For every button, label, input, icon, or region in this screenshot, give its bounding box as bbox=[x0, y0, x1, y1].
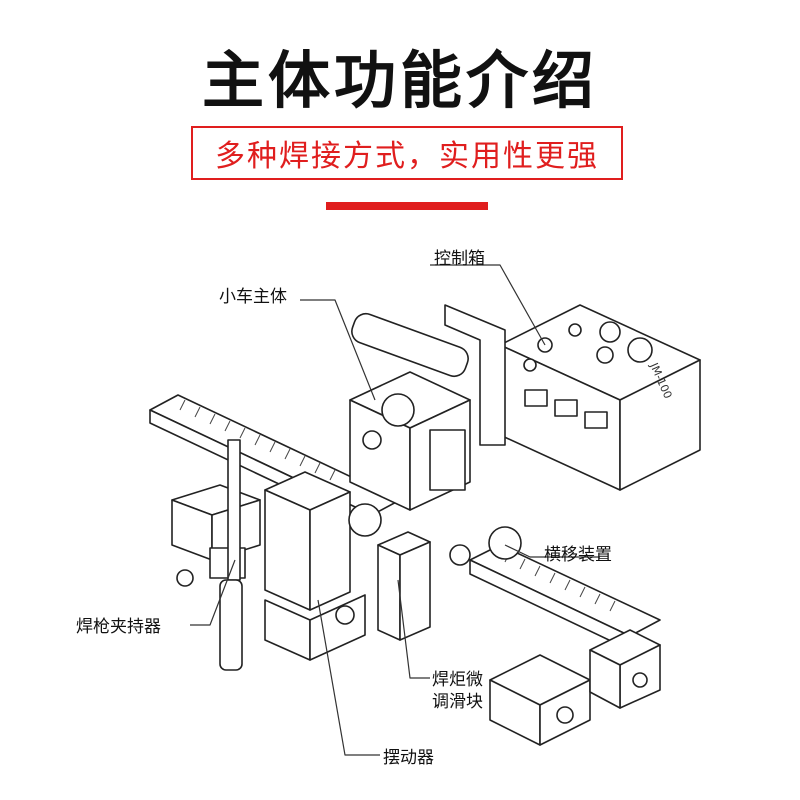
subtitle-box: 多种焊接方式，实用性更强 bbox=[191, 126, 623, 180]
label-torch-holder: 焊枪夹持器 bbox=[76, 617, 161, 637]
torch-adjust-slider bbox=[348, 503, 522, 641]
control-box bbox=[444, 304, 701, 491]
label-torch-adjust-line1: 焊炬微 bbox=[432, 670, 483, 690]
carriage-body bbox=[349, 312, 471, 511]
page-subtitle: 多种焊接方式，实用性更强 bbox=[215, 139, 599, 174]
oscillator bbox=[264, 471, 366, 661]
label-torch-adjust-line2: 调滑块 bbox=[432, 692, 483, 712]
label-control-box: 控制箱 bbox=[434, 249, 485, 269]
label-carriage-body: 小车主体 bbox=[219, 287, 287, 307]
label-oscillator: 摆动器 bbox=[383, 748, 434, 768]
leader-lines bbox=[190, 264, 600, 756]
magnet-blocks bbox=[489, 629, 661, 746]
label-traverse-device: 横移装置 bbox=[544, 545, 612, 565]
page-title: 主体功能介绍 bbox=[201, 44, 598, 117]
accent-divider bbox=[326, 202, 488, 210]
torch-holder bbox=[171, 439, 261, 671]
